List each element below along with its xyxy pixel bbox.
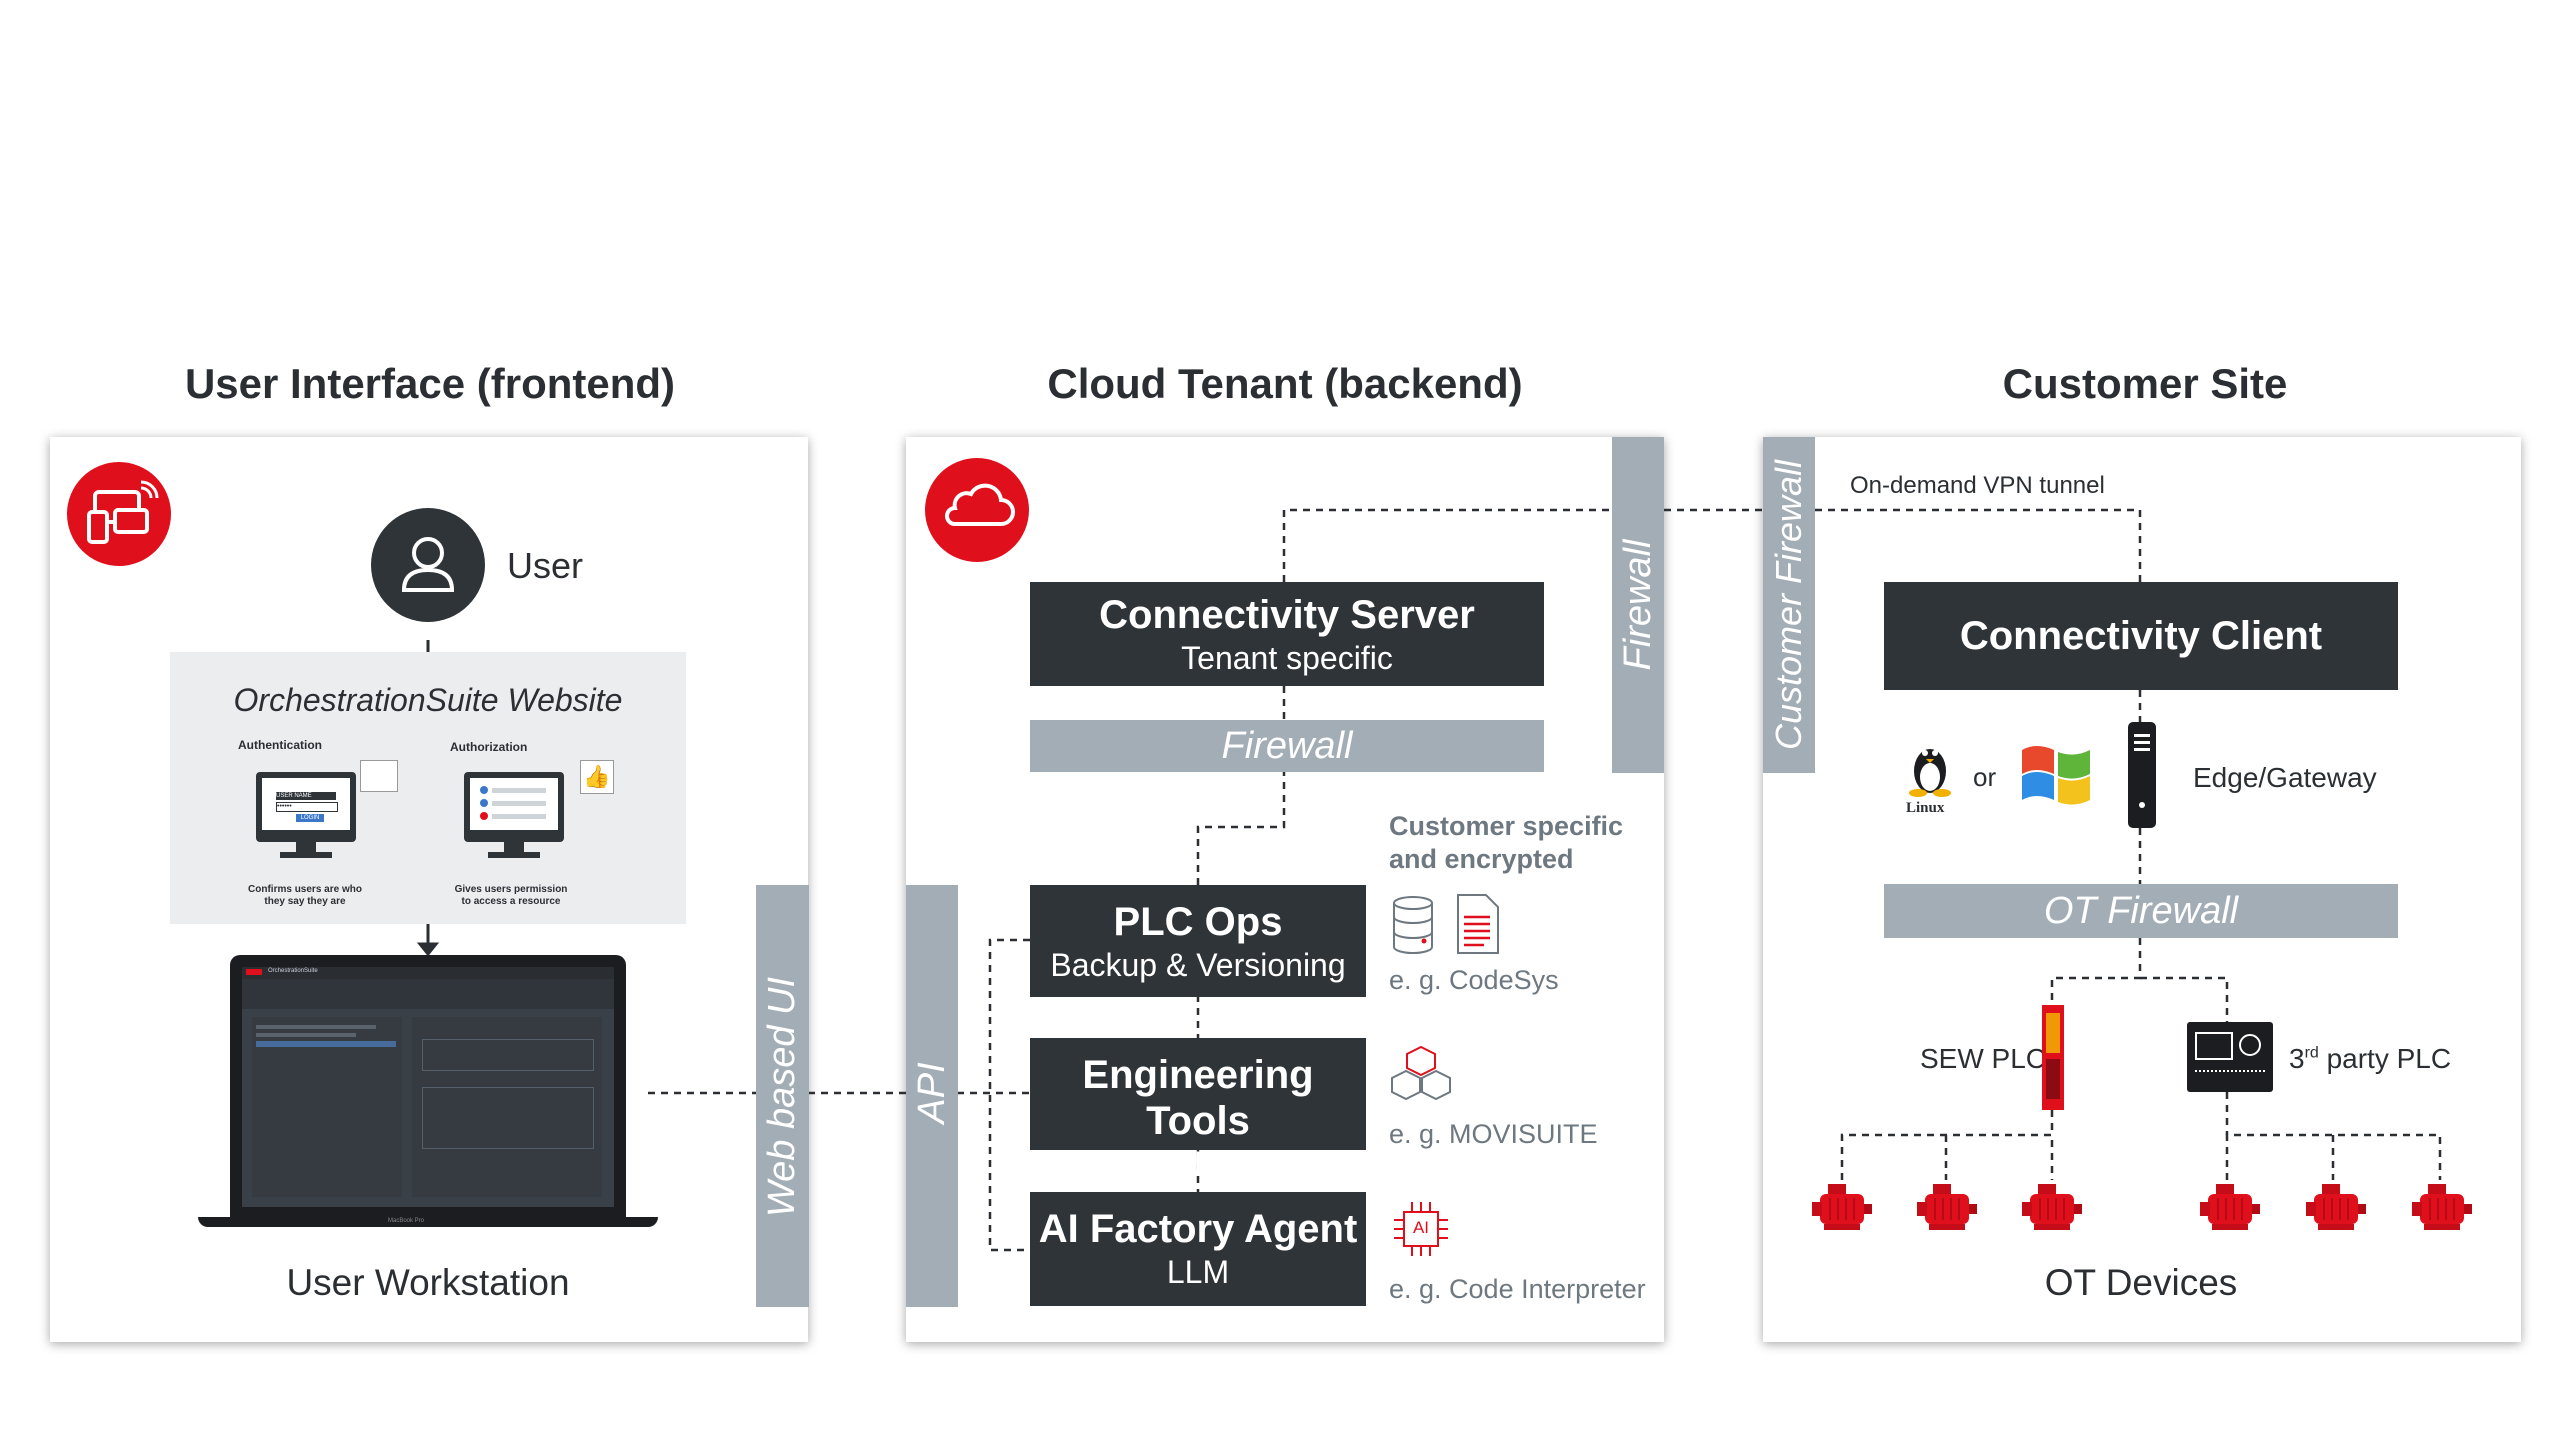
engineering-tools-sub: Secure cloud VMs: [1068, 1146, 1328, 1182]
windows-icon: [2022, 746, 2090, 805]
connectivity-server-title: Connectivity Server: [1099, 593, 1475, 637]
auth-monitor: USER NAME •••••• LOGIN: [256, 772, 356, 842]
gateway-icon: [2128, 722, 2156, 828]
linux-label: Linux: [1906, 800, 1945, 816]
sew-plc-label: SEW PLC: [1920, 1043, 2047, 1074]
document-icon: [1457, 894, 1499, 954]
motor-icon: [2410, 1180, 2474, 1245]
api-bar: [906, 885, 958, 1307]
web-ui-bar: [756, 885, 809, 1307]
connectivity-client-box: Connectivity Client: [1884, 582, 2398, 690]
thumbs-up-icon: 👍: [580, 760, 614, 794]
ai-agent-example: e. g. Code Interpreter: [1389, 1274, 1646, 1304]
motor-icon: [1810, 1180, 1874, 1245]
linux-icon: [1909, 749, 1951, 797]
vpn-label: On-demand VPN tunnel: [1850, 472, 2105, 499]
motor-icon: [2304, 1180, 2368, 1245]
laptop-screen: OrchestrationSuite: [230, 955, 626, 1217]
workstation-label: User Workstation: [286, 1262, 570, 1303]
database-icon: [1393, 896, 1433, 954]
cloud-icon: [925, 458, 1029, 562]
authz-label: Authorization: [450, 740, 528, 754]
website-box: OrchestrationSuite Website Authenticatio…: [170, 652, 686, 924]
connectivity-client-title: Connectivity Client: [1959, 614, 2323, 658]
login-pass: ••••••: [276, 802, 338, 812]
connectivity-server-sub: Tenant specific: [1181, 640, 1393, 676]
third-party-plc-label: 3rd party PLC: [2289, 1043, 2452, 1074]
motor-icon: [1915, 1180, 1979, 1245]
firewall-inner-bar: Firewall: [1030, 720, 1544, 772]
firewall-side-bar: [1612, 437, 1664, 773]
web-ui-label: Web based UI: [761, 976, 803, 1218]
motor-icon: [2198, 1180, 2262, 1245]
edge-gateway-label: Edge/Gateway: [2193, 762, 2377, 793]
login-user: USER NAME: [276, 792, 336, 800]
plc-ops-sub: Backup & Versioning: [1050, 947, 1346, 983]
login-button: LOGIN: [296, 814, 324, 822]
customer-firewall-label: Customer Firewall: [1768, 459, 1809, 751]
cubes-icon: [1391, 1045, 1451, 1101]
eng-tools-example: e. g. MOVISUITE: [1389, 1119, 1598, 1149]
site-title: Customer Site: [2002, 360, 2288, 407]
plc-ops-title: PLC Ops: [1113, 900, 1283, 944]
motor-icon: [2020, 1180, 2084, 1245]
ai-agent-title: AI Factory Agent: [1038, 1207, 1358, 1251]
or-label: or: [1973, 762, 1997, 792]
devices-icon: [67, 462, 171, 566]
connectivity-server-box: Connectivity Server Tenant specific: [1030, 582, 1544, 686]
user-icon: [371, 508, 485, 622]
plc-icon: [2042, 1005, 2064, 1110]
website-title: OrchestrationSuite Website: [233, 682, 623, 718]
ai-chip-icon: AI: [1390, 1198, 1452, 1260]
plc-ops-box: PLC Ops Backup & Versioning: [1030, 885, 1366, 997]
third-party-plc-icon: [2187, 1022, 2273, 1092]
engineering-tools-box: Engineering Tools Secure cloud VMs: [1030, 1038, 1366, 1182]
user-label: User: [507, 545, 584, 586]
popup-window-icon: [360, 760, 398, 792]
auth-label: Authentication: [238, 738, 322, 752]
ai-agent-box: AI Factory Agent LLM: [1030, 1192, 1366, 1306]
authz-monitor: [464, 772, 564, 842]
ot-firewall-bar: OT Firewall: [1884, 884, 2398, 938]
firewall-side-label: Firewall: [1617, 539, 1659, 671]
customer-firewall-bar: [1763, 437, 1815, 773]
laptop-base: [198, 1217, 658, 1227]
engineering-tools-title: Engineering Tools: [1082, 1053, 1314, 1143]
ot-devices-label: OT Devices: [2044, 1262, 2238, 1303]
plc-ops-example: e. g. CodeSys: [1389, 965, 1559, 995]
api-label: API: [911, 1062, 953, 1124]
ai-agent-sub: LLM: [1166, 1254, 1230, 1290]
app-screenshot: OrchestrationSuite: [242, 967, 614, 1207]
ai-chip-text: AI: [1412, 1218, 1430, 1237]
backend-title: Cloud Tenant (backend): [1047, 360, 1523, 407]
frontend-title: User Interface (frontend): [184, 360, 676, 407]
